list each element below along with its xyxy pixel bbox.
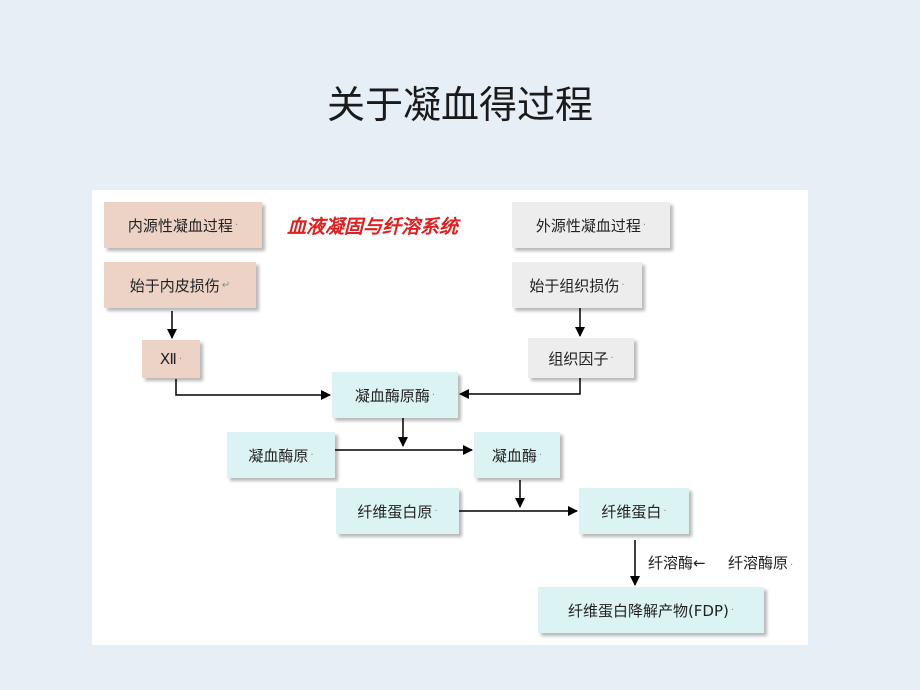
label-plasmin: 纤溶酶←	[648, 554, 706, 572]
node-prothrombin: 凝血酶原·	[227, 432, 335, 478]
flow-arrows	[167, 308, 640, 586]
node-fibrin: 纤维蛋白·	[579, 488, 689, 534]
node-intrinsic-start-label: 始于内皮损伤	[129, 276, 220, 295]
label-plasminogen-text: 纤溶酶原	[728, 554, 789, 572]
arrow-tissue-factor-to-prothrombinase	[459, 378, 581, 399]
node-tissue-factor: 组织因子·	[528, 338, 634, 378]
node-factor12-label: Ⅻ	[159, 350, 177, 368]
node-intrinsic-start: 始于内皮损伤↵	[104, 262, 256, 308]
node-fdp: 纤维蛋白降解产物(FDP)·	[538, 587, 764, 633]
diagram-heading: 血液凝固与纤溶系统	[287, 216, 459, 238]
node-intrinsic: 内源性凝血过程·	[104, 202, 262, 248]
arrow-factor12-to-prothrombinase	[175, 379, 331, 400]
node-thrombin: 凝血酶·	[474, 432, 560, 478]
node-extrinsic-start-label: 始于组织损伤	[529, 276, 620, 295]
node-extrinsic: 外源性凝血过程·	[512, 202, 670, 248]
node-extrinsic-start: 始于组织损伤·	[512, 262, 642, 308]
node-fibrinogen-label: 纤维蛋白原	[357, 502, 433, 521]
node-prothrombin-label: 凝血酶原	[248, 446, 309, 465]
node-thrombin-label: 凝血酶	[491, 446, 537, 465]
node-extrinsic-label: 外源性凝血过程	[535, 216, 641, 235]
node-prothrombinase-label: 凝血酶原酶	[354, 386, 430, 405]
node-factor12: Ⅻ·	[142, 340, 200, 378]
node-prothrombinase: 凝血酶原酶·	[332, 372, 458, 418]
page-title: 关于凝血得过程	[326, 83, 593, 127]
node-fibrin-label: 纤维蛋白	[601, 502, 662, 521]
node-fibrinogen: 纤维蛋白原·	[336, 488, 459, 534]
label-plasminogen: 纤溶酶原·	[728, 554, 794, 572]
diagram-panel: 内源性凝血过程· 血液凝固与纤溶系统 外源性凝血过程· 始于内皮损伤↵ 始于组织…	[92, 190, 808, 645]
node-tissue-factor-label: 组织因子	[548, 349, 609, 368]
node-fdp-label: 纤维蛋白降解产物(FDP)	[567, 601, 729, 620]
node-intrinsic-label: 内源性凝血过程	[127, 216, 233, 235]
